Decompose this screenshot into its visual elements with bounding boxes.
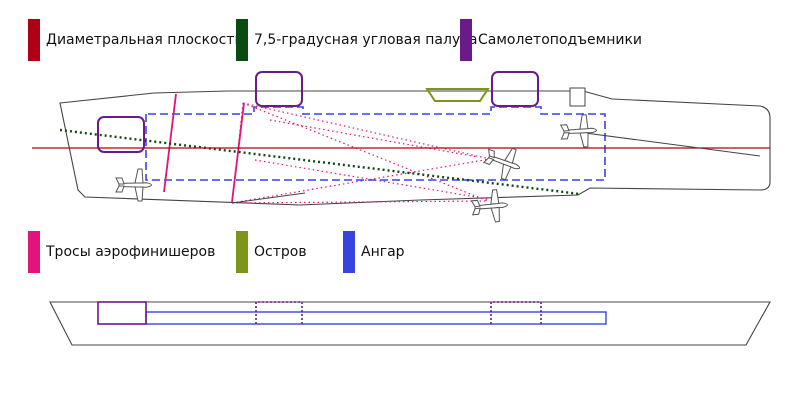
- lift-side-mid: [255, 301, 303, 324]
- hangar-outline: [145, 106, 606, 181]
- legend-swatch-island: [236, 231, 248, 273]
- legend-lifts: Самолетоподъемники: [460, 19, 642, 61]
- catapult-line-1: [569, 130, 761, 157]
- legend-island: Остров: [236, 231, 307, 273]
- deck-structure: [569, 87, 586, 107]
- lift-starboard-forward: [255, 71, 303, 107]
- legend-label-angled-deck: 7,5-градусная угловая палуба: [254, 32, 478, 48]
- catapult-line-2: [231, 192, 306, 204]
- legend-swatch-angled-deck: [236, 19, 248, 61]
- lift-side-aft: [97, 301, 147, 325]
- legend-angled-deck: 7,5-градусная угловая палуба: [236, 19, 477, 61]
- side-view: [49, 301, 771, 346]
- lift-port-aft: [97, 116, 145, 153]
- legend-arrestor-wires: Тросы аэрофинишеров: [28, 231, 215, 273]
- legend-label-hangar: Ангар: [361, 244, 405, 260]
- legend-centerline: Диаметральная плоскость: [28, 19, 243, 61]
- legend-swatch-hangar: [343, 231, 355, 273]
- arrestor-wire-aft: [231, 102, 245, 203]
- legend-label-arrestor-wires: Тросы аэрофинишеров: [46, 244, 216, 260]
- lift-starboard-aft: [491, 71, 539, 107]
- legend-swatch-centerline: [28, 19, 40, 61]
- legend-swatch-lifts: [460, 19, 472, 61]
- legend-label-centerline: Диаметральная плоскость: [46, 32, 243, 48]
- island: [425, 88, 490, 102]
- legend-label-lifts: Самолетоподъемники: [478, 32, 643, 48]
- legend-hangar: Ангар: [343, 231, 405, 273]
- flight-deck-view: [32, 71, 771, 225]
- angled-deck-line: [59, 128, 581, 196]
- legend-swatch-arrestor-wires: [28, 231, 40, 273]
- legend-label-island: Остров: [254, 244, 307, 260]
